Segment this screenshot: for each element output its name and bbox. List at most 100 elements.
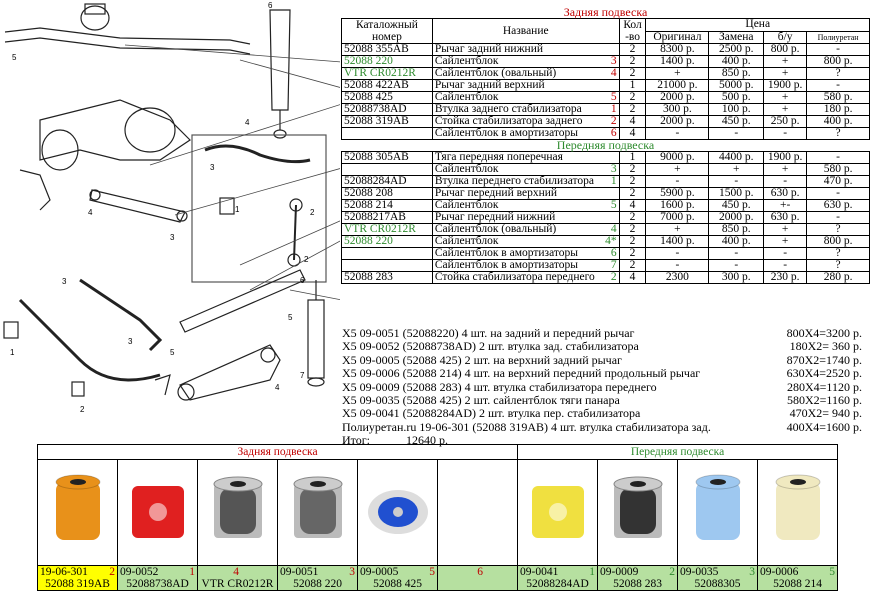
summary-text: X5 09-0051 (52088220) 4 шт. на задний и … (342, 326, 635, 340)
bushing-part-number: 52088 319AB (45, 578, 110, 590)
price-used: - (763, 259, 808, 272)
summary-amount: 180X2= 360 р. (789, 339, 862, 354)
price-polyurethane: ? (806, 259, 870, 272)
price-original: + (645, 223, 710, 236)
price-original: 9000 р. (645, 151, 710, 164)
summary-text: Полиуретан.ru 19-06-301 (52088 319AB) 4 … (342, 419, 711, 434)
part-name: Сайлентблок (овальный)4 (431, 67, 620, 80)
bushing-photo (437, 459, 518, 566)
callout-label: 2 (80, 405, 85, 414)
price-polyurethane: 580 р. (806, 91, 870, 104)
bushing-photo (277, 459, 358, 566)
price-replacement: 100 р. (708, 103, 765, 116)
price-used: 250 р. (763, 115, 808, 128)
callout-label: 7 (300, 371, 305, 380)
catalog-number: 52088 319AB (341, 115, 433, 128)
quantity: 4 (618, 271, 647, 284)
callout-number: 3 (610, 163, 617, 175)
bushing-image (132, 486, 184, 538)
price-original: - (645, 259, 710, 272)
price-polyurethane: 280 р. (806, 271, 870, 284)
bushing-photo (677, 459, 758, 566)
catalog-number: VTR CR0212R (341, 67, 433, 80)
callout-number: 5 (429, 566, 435, 578)
bushing-code: 09-0035 (680, 566, 719, 578)
catalog-number: 52088284AD (341, 175, 433, 188)
quantity: 2 (618, 223, 647, 236)
header-name: Название (431, 18, 620, 44)
callout-number: 4 (610, 67, 617, 79)
price-used: 800 р. (763, 43, 808, 56)
bushing-part-number: 52088 283 (613, 578, 662, 590)
callout-number: 1 (610, 175, 617, 187)
summary-amount: 400X4=1600 р. (786, 419, 862, 434)
price-used: - (763, 175, 808, 188)
callout-number: 6 (610, 127, 617, 139)
catalog-number: 52088 220 (341, 235, 433, 248)
quantity: 2 (618, 91, 647, 104)
bushing-code: 09-0051 (280, 566, 319, 578)
summary-amount: 870X2=1740 р. (786, 352, 862, 367)
callout-number: 3 (610, 55, 617, 67)
summary-block: X5 09-0051 (52088220) 4 шт. на задний и … (342, 326, 862, 448)
quantity: 2 (618, 43, 647, 56)
catalog-number (341, 247, 433, 260)
part-name: Рычаг задний верхний (431, 79, 620, 92)
price-used: + (763, 67, 808, 80)
summary-text: X5 09-0009 (52088 283) 4 шт. втулка стаб… (342, 379, 657, 394)
callout-number: 5 (610, 91, 617, 103)
gallery-rear-title: Задняя подвеска (37, 444, 518, 460)
bushing-code: 09-0005 (360, 566, 399, 578)
quantity: 2 (618, 259, 647, 272)
price-used: 230 р. (763, 271, 808, 284)
price-used: + (763, 55, 808, 68)
callout-label: 3 (210, 163, 215, 172)
bushing-image (368, 490, 428, 534)
bushing-code: 09-0052 (120, 566, 159, 578)
summary-amount: 280X4=1120 р. (787, 379, 862, 394)
quantity: 4 (618, 115, 647, 128)
price-original: 21000 р. (645, 79, 710, 92)
quantity: 2 (618, 163, 647, 176)
callout-label: 5 (170, 348, 175, 357)
price-used: - (763, 127, 808, 140)
price-polyurethane: - (806, 151, 870, 164)
callout-label: 4 (275, 383, 280, 392)
bushing-photo (117, 459, 198, 566)
bushing-gallery: Задняя подвеска Передняя подвеска 19-06-… (37, 444, 838, 591)
quantity: 2 (618, 247, 647, 260)
price-used: + (763, 91, 808, 104)
total-label: Итог: (342, 433, 371, 448)
catalog-number: VTR CR0212R (341, 223, 433, 236)
catalog-number: 52088 283 (341, 271, 433, 284)
callout-number: 2 (610, 271, 617, 283)
callout-label: 6 (300, 276, 305, 285)
summary-text: X5 09-0052 (52088738AD) 2 шт. втулка зад… (342, 339, 639, 354)
summary-line: X5 09-0005 (52088 425) 2 шт. на верхний … (342, 352, 862, 367)
summary-line: X5 09-0006 (52088 214) 4 шт. на верхний … (342, 366, 862, 380)
callout-number: 1 (610, 103, 617, 115)
price-polyurethane: 180 р. (806, 103, 870, 116)
quantity: 1 (618, 79, 647, 92)
price-polyurethane: 580 р. (806, 163, 870, 176)
price-replacement: 400 р. (708, 55, 765, 68)
summary-text: X5 09-0005 (52088 425) 2 шт. на верхний … (342, 352, 622, 367)
price-replacement: - (708, 247, 765, 260)
suspension-diagram: 5 6 4 3 1 2 2 4 3 5 5 6 7 3 1 4 2 3 (3, 1, 340, 414)
callout-label: 1 (10, 348, 15, 357)
